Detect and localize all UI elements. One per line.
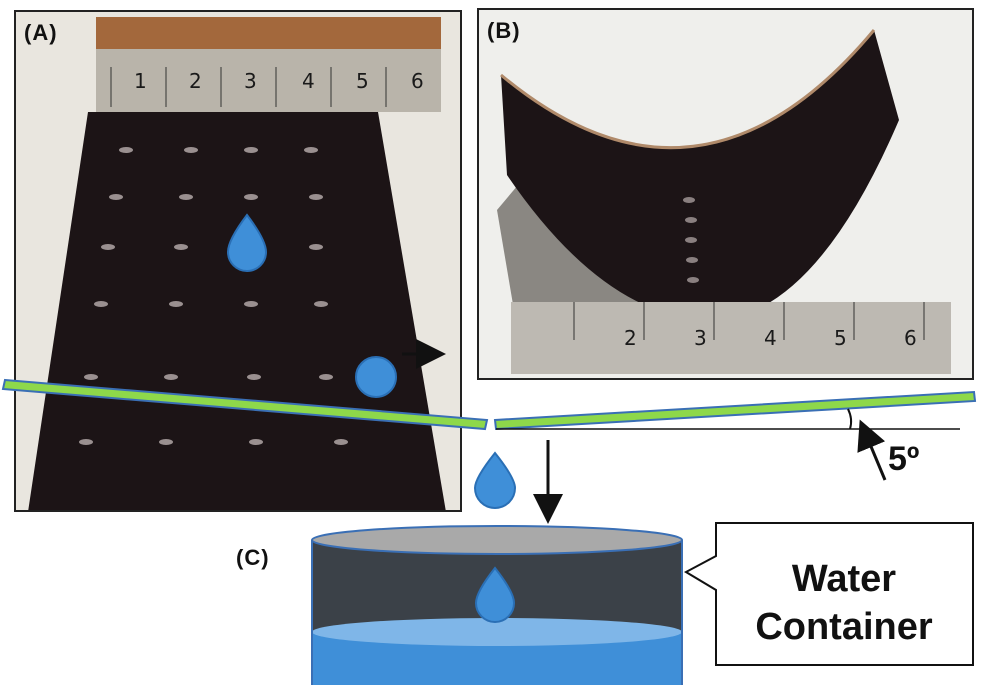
panel-b-label: (B) [487,18,521,43]
ruler-b [511,302,951,374]
ruler-b-tick-4: 4 [764,326,777,350]
ruler-b-tick-6: 6 [904,326,917,350]
angle-arc [847,408,853,430]
ruler-a-top-band [96,17,441,49]
falling-droplet-icon [473,451,517,509]
ruler-b-tick-2: 2 [624,326,637,350]
callout-text: Water Container [718,548,970,658]
angle-pointer-arrow [857,419,887,481]
ruler-a-tick-5: 5 [356,69,369,93]
ruler-b-tick-3: 3 [694,326,707,350]
ruler-b-tick-5: 5 [834,326,847,350]
tilt-board-left [1,378,489,431]
curved-sheet-dimples [683,197,699,283]
water-droplet-icon [226,213,268,272]
ruler-a-tick-3: 3 [244,69,257,93]
curved-sheet-edge [500,29,876,150]
ruler-a-tick-1: 1 [134,69,147,93]
panel-a-label: (A) [24,20,58,45]
ruler-b-ticks [573,302,925,340]
ruler-a-ticks [110,67,387,107]
callout-line-2: Container [755,606,933,648]
panel-a-illustration: 1 2 3 4 5 6 [28,17,446,510]
ruler-a-tick-2: 2 [189,69,202,93]
container-rim [311,525,683,555]
callout-line-1: Water [791,558,897,600]
container-droplet-icon [474,566,516,623]
panel-b-photo: 2 3 4 5 6 (B) [477,8,974,380]
tilt-board-right [493,390,977,431]
water-surface [312,618,682,646]
ruler-a-tick-4: 4 [302,69,315,93]
tilt-angle-label: 5º [888,440,920,478]
ruler-a-tick-6: 6 [411,69,424,93]
callout-box [683,522,974,666]
panel-c-label: (C) [236,545,270,570]
rolling-droplet-icon [355,356,397,398]
panel-b-illustration: 2 3 4 5 6 [497,29,951,374]
panel-a-photo: 1 2 3 4 5 6 (A) [14,10,462,512]
dimple-grid [79,147,348,445]
